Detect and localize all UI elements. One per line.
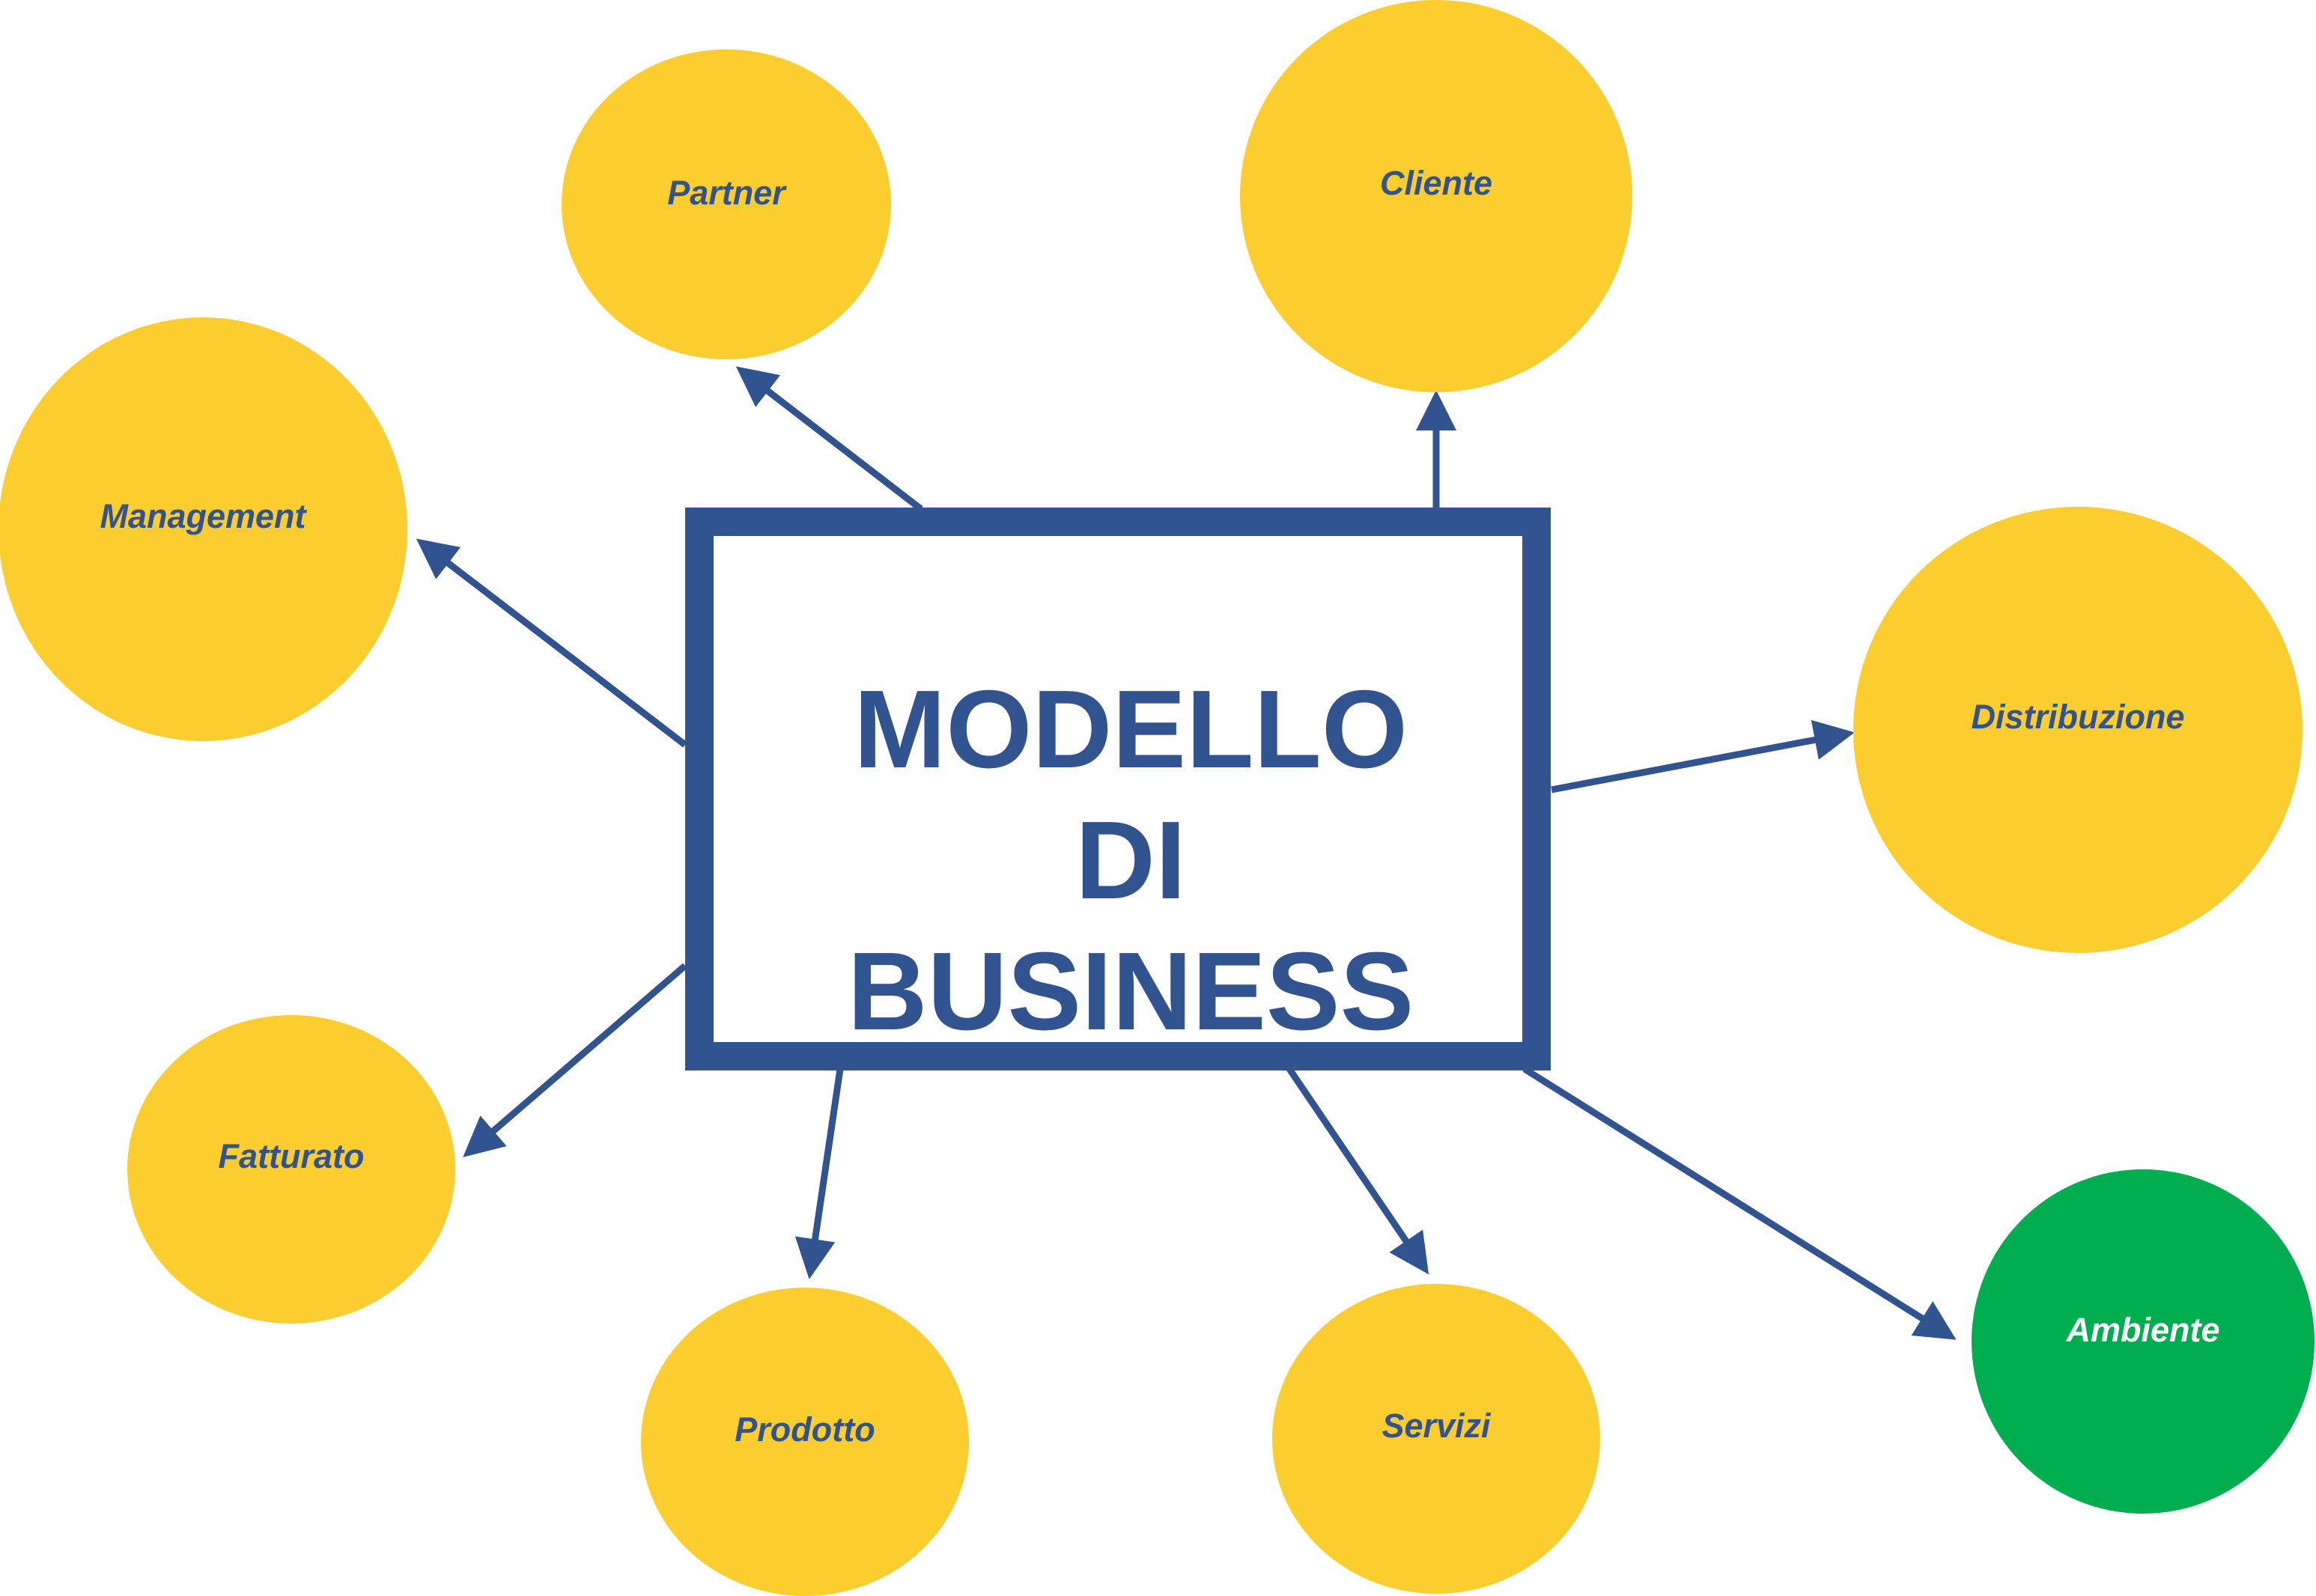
node-cliente: Cliente: [1240, 0, 1632, 392]
node-ambiente-circle: [1972, 1169, 2315, 1514]
arrow-to-fatturato: [463, 963, 687, 1157]
arrow-to-ambiente: [1522, 1066, 1957, 1340]
node-partner-circle: [562, 49, 891, 359]
node-distribuzione: Distribuzione: [1853, 507, 2303, 953]
node-management-label: Management: [100, 497, 307, 535]
arrow-to-partner: [735, 366, 923, 512]
node-ambiente-label: Ambiente: [2065, 1311, 2219, 1349]
arrow-to-servizi: [1286, 1067, 1429, 1275]
center-box-frame: [685, 508, 1551, 1070]
node-prodotto: Prodotto: [641, 1288, 969, 1596]
node-servizi-circle: [1272, 1284, 1600, 1594]
node-distribuzione-circle: [1853, 507, 2303, 953]
node-partner-label: Partner: [667, 174, 787, 212]
node-management: Management: [0, 317, 407, 741]
node-distribuzione-label: Distribuzione: [1971, 698, 2184, 736]
node-servizi: Servizi: [1272, 1284, 1600, 1594]
center-title-line-3: BUSINESS: [848, 930, 1414, 1053]
node-ambiente: Ambiente: [1972, 1169, 2315, 1514]
connectors: [416, 366, 1957, 1340]
arrow-to-management: [416, 538, 687, 748]
arrow-to-prodotto: [794, 1068, 844, 1279]
node-fatturato: Fatturato: [127, 1015, 455, 1324]
node-prodotto-circle: [641, 1288, 969, 1596]
node-management-circle: [0, 317, 407, 741]
center-title-line-1: MODELLO: [854, 668, 1408, 791]
node-partner: Partner: [562, 49, 891, 359]
center-box: MODELLO DI BUSINESS: [685, 508, 1551, 1070]
node-cliente-label: Cliente: [1380, 164, 1492, 202]
center-title-line-2: DI: [1075, 799, 1186, 922]
node-cliente-circle: [1240, 0, 1632, 392]
node-fatturato-circle: [127, 1015, 455, 1324]
node-servizi-label: Servizi: [1382, 1407, 1492, 1445]
node-prodotto-label: Prodotto: [735, 1410, 875, 1449]
node-fatturato-label: Fatturato: [219, 1137, 365, 1175]
arrow-to-distribuzione: [1551, 719, 1855, 794]
